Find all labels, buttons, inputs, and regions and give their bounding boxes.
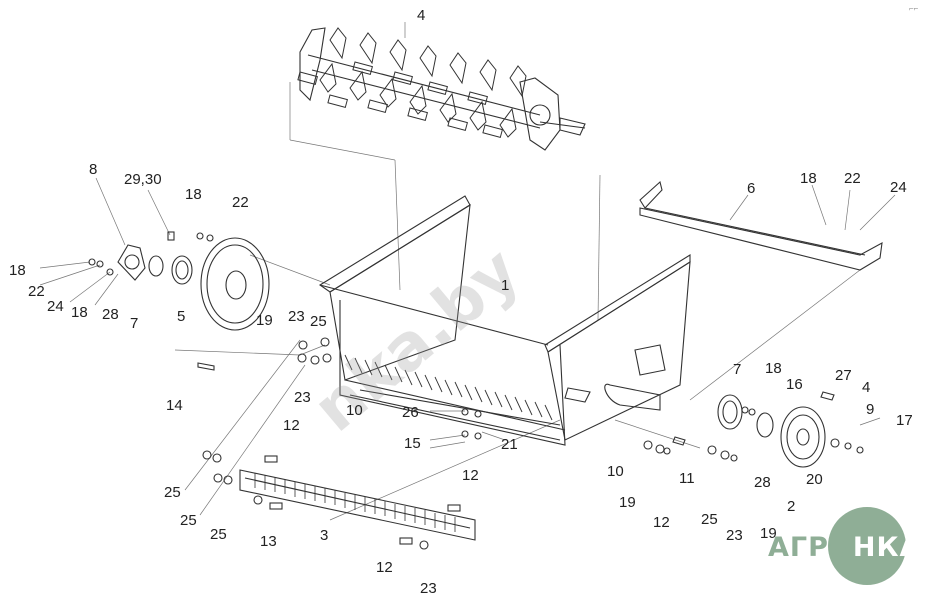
part-label: 28 — [102, 306, 119, 323]
part-label: 19 — [256, 312, 273, 329]
corner-mark: ⌐⌐ — [909, 4, 919, 13]
part-label: 7 — [733, 361, 742, 378]
part-label: 3 — [320, 527, 329, 544]
housing — [318, 195, 691, 446]
logo-text-part1: АГРО — [768, 532, 853, 563]
centre-fasteners — [297, 337, 482, 440]
part-label: 23 — [420, 580, 437, 597]
part-label: 23 — [288, 308, 305, 325]
part-label: 5 — [177, 308, 186, 325]
part-label: 9 — [866, 401, 875, 418]
part-label: 25 — [164, 484, 181, 501]
part-label: 25 — [701, 511, 718, 528]
part-label: 14 — [166, 397, 183, 414]
part-label: 26 — [402, 404, 419, 421]
part-label: 22 — [232, 194, 249, 211]
part-label: 25 — [310, 313, 327, 330]
part-label: 13 — [260, 533, 277, 550]
part-label: 21 — [501, 436, 518, 453]
comb-bar — [202, 450, 476, 550]
part-label: 19 — [619, 494, 636, 511]
part-label: 20 — [806, 471, 823, 488]
part-label: 8 — [89, 161, 98, 178]
part-label: 28 — [754, 474, 771, 491]
part-label: 10 — [607, 463, 624, 480]
side-plate — [639, 180, 883, 271]
part-label: 23 — [294, 389, 311, 406]
part-label: 12 — [376, 559, 393, 576]
part-label: 4 — [862, 379, 871, 396]
part-label: 22 — [844, 170, 861, 187]
part-label: 4 — [417, 7, 426, 24]
logo-text-part2: НКА — [852, 532, 922, 563]
part-label: 27 — [835, 367, 852, 384]
part-label: 25 — [210, 526, 227, 543]
part-label: 24 — [890, 179, 907, 196]
part-label: 18 — [185, 186, 202, 203]
part-label: 1 — [501, 277, 510, 294]
part-label: 16 — [786, 376, 803, 393]
left-bearing-parts — [88, 231, 270, 371]
part-label: 18 — [765, 360, 782, 377]
rotor-assembly — [297, 27, 586, 151]
part-label: 6 — [747, 180, 756, 197]
part-label: 18 — [71, 304, 88, 321]
part-label: 19 — [760, 525, 777, 542]
part-label: 25 — [180, 512, 197, 529]
part-label: 12 — [653, 514, 670, 531]
part-label: 12 — [283, 417, 300, 434]
part-label: 24 — [47, 298, 64, 315]
part-label: 2 — [787, 498, 796, 515]
part-label: 29,30 — [124, 171, 162, 188]
part-label: 17 — [896, 412, 913, 429]
part-label: 18 — [800, 170, 817, 187]
part-label: 12 — [462, 467, 479, 484]
leader-lines — [39, 22, 896, 521]
part-label: 10 — [346, 402, 363, 419]
part-label: 11 — [679, 470, 695, 487]
right-drive-parts — [643, 391, 864, 468]
part-label: 7 — [130, 315, 139, 332]
logo-circle — [828, 507, 906, 585]
part-label: 23 — [726, 527, 743, 544]
part-label: 18 — [9, 262, 26, 279]
part-label: 22 — [28, 283, 45, 300]
part-label: 15 — [404, 435, 421, 452]
logo: АГРОНКА — [768, 532, 921, 563]
